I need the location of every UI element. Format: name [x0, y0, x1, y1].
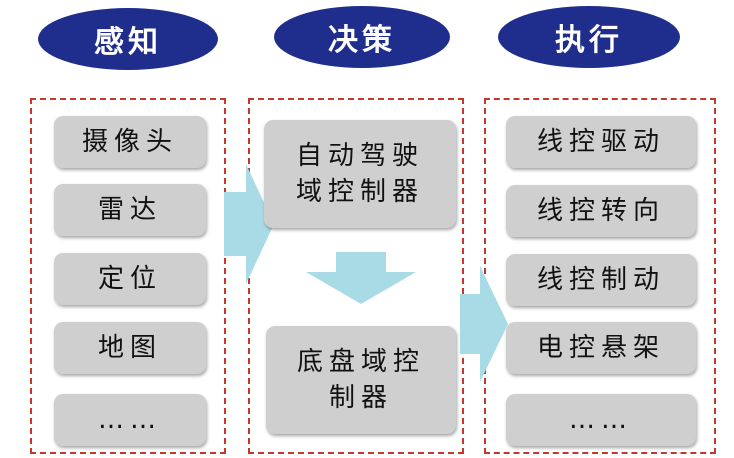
- adas-line-1: 自动驾驶: [295, 141, 424, 171]
- perception-item-map: 地图: [54, 322, 206, 374]
- perception-item-more: ……: [54, 394, 206, 446]
- header-execution: 执行: [498, 6, 680, 68]
- execution-item-steering: 线控转向: [506, 185, 696, 237]
- perception-panel: [30, 98, 226, 454]
- arrow-right-icon: [224, 164, 274, 284]
- execution-item-more: ……: [506, 394, 696, 446]
- arrow-right-icon: [460, 266, 508, 382]
- header-decision: 决策: [274, 6, 450, 68]
- execution-item-braking: 线控制动: [506, 254, 696, 306]
- header-perception: 感知: [38, 8, 218, 70]
- execution-item-drive: 线控驱动: [506, 116, 696, 168]
- arrow-down-icon: [306, 252, 416, 304]
- perception-item-positioning: 定位: [54, 253, 206, 305]
- execution-panel: [484, 98, 716, 454]
- execution-item-suspension: 电控悬架: [506, 322, 696, 374]
- adas-domain-controller-box: 自动驾驶 域控制器: [264, 120, 456, 228]
- adas-line-2: 域控制器: [295, 177, 424, 207]
- chassis-domain-controller-box: 底盘域控 制器: [266, 326, 456, 434]
- chassis-line-1: 底盘域控: [296, 347, 425, 377]
- perception-item-radar: 雷达: [54, 184, 206, 236]
- perception-item-camera: 摄像头: [54, 116, 206, 168]
- chassis-line-2: 制器: [328, 383, 393, 413]
